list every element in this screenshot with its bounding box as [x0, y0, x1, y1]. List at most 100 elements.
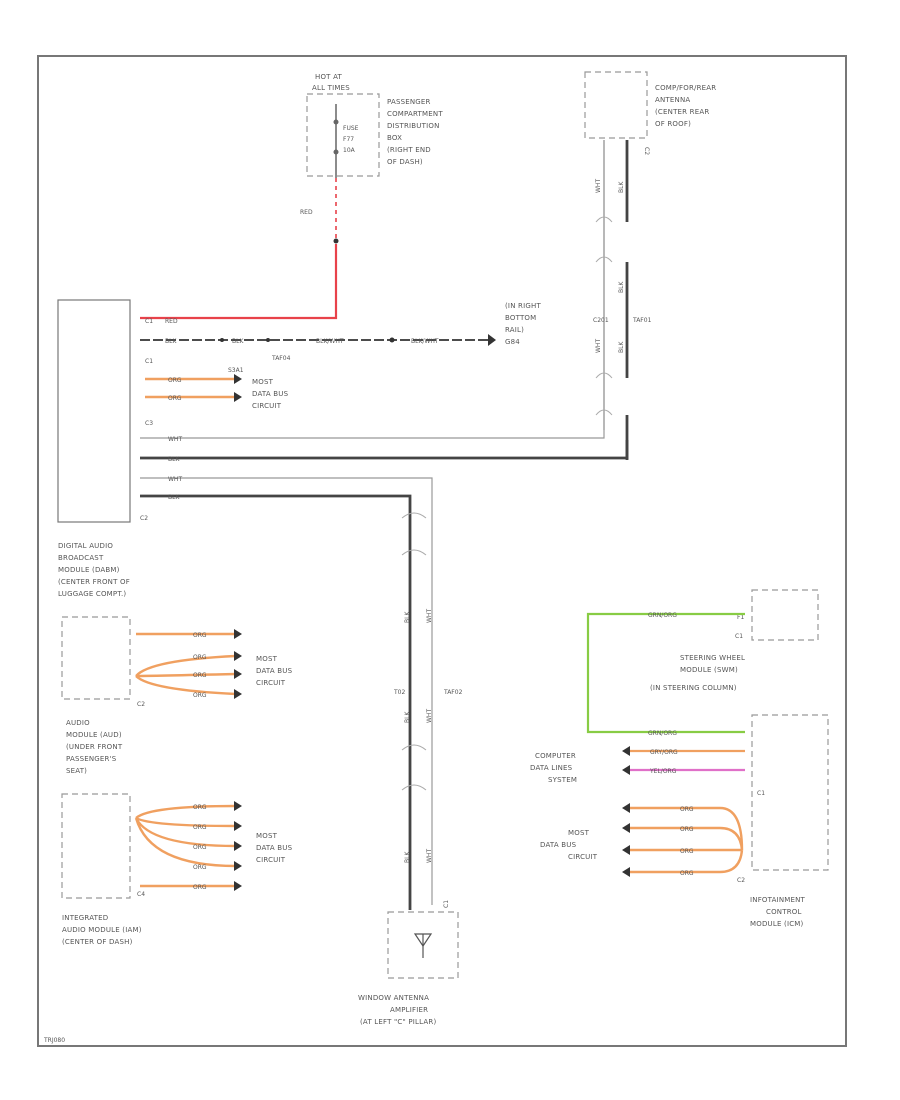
svg-text:DATA BUS: DATA BUS: [252, 390, 289, 398]
ground-arrow-icon: [488, 334, 496, 346]
svg-text:BLK: BLK: [404, 851, 411, 863]
antenna-box-outline: [584, 71, 648, 139]
fuse-terminal-icon: [333, 119, 339, 125]
svg-text:RAIL): RAIL): [505, 326, 524, 334]
pcdb-label: PASSENGER COMPARTMENT DISTRIBUTION BOX (…: [387, 98, 443, 166]
svg-text:(IN STEERING COLUMN): (IN STEERING COLUMN): [650, 684, 737, 692]
svg-text:MOST: MOST: [256, 655, 278, 663]
svg-text:MOST: MOST: [568, 829, 590, 837]
svg-text:AUDIO MODULE (IAM): AUDIO MODULE (IAM): [62, 926, 142, 934]
svg-text:WHT: WHT: [168, 476, 182, 483]
svg-text:(IN RIGHT: (IN RIGHT: [505, 302, 541, 310]
svg-text:ORG: ORG: [680, 870, 694, 877]
audio-module: C2 ORG ORG ORG ORG MOST DATA BUS CIRCUIT…: [61, 616, 293, 775]
svg-text:CIRCUIT: CIRCUIT: [252, 402, 282, 410]
svg-text:T02: T02: [393, 689, 405, 696]
svg-text:CIRCUIT: CIRCUIT: [256, 856, 286, 864]
svg-text:BLK: BLK: [618, 341, 625, 353]
svg-text:C2: C2: [643, 147, 650, 155]
svg-text:ORG: ORG: [680, 848, 694, 855]
svg-text:MOST: MOST: [256, 832, 278, 840]
icm-most-wires: ORG ORG ORG ORG MOST DATA BUS CIRCUIT: [540, 803, 744, 877]
svg-text:ORG: ORG: [168, 377, 182, 384]
antenna-icon: [413, 933, 433, 948]
svg-text:GRY/ORG: GRY/ORG: [650, 749, 678, 756]
svg-text:ORG: ORG: [680, 826, 694, 833]
fuse-terminal-icon: [333, 149, 339, 155]
fuse-all-times-label: ALL TIMES: [312, 84, 350, 92]
svg-text:ORG: ORG: [193, 692, 207, 699]
svg-text:ORG: ORG: [193, 654, 207, 661]
window-antenna-amplifier: C1 WINDOW ANTENNA AMPLIFIER (AT LEFT "C"…: [358, 900, 459, 1026]
svg-text:ORG: ORG: [680, 806, 694, 813]
svg-text:C2: C2: [137, 701, 145, 708]
svg-text:AUDIO: AUDIO: [66, 719, 90, 727]
svg-text:BROADCAST: BROADCAST: [58, 554, 104, 562]
svg-text:C3: C3: [145, 420, 153, 427]
svg-text:BOX: BOX: [387, 134, 402, 142]
green-lin-wire: GRN/ORG GRN/ORG: [586, 612, 745, 737]
svg-text:ORG: ORG: [168, 395, 182, 402]
svg-text:MODULE (ICM): MODULE (ICM): [750, 920, 804, 928]
svg-text:S3A1: S3A1: [228, 367, 244, 374]
svg-text:C1: C1: [145, 318, 153, 325]
svg-text:AMPLIFIER: AMPLIFIER: [390, 1006, 428, 1014]
svg-text:DATA LINES: DATA LINES: [530, 764, 573, 772]
svg-text:ORG: ORG: [193, 884, 207, 891]
ground-wire: BLK BLK BLK/WHT BLK/WHT TAF04 (IN RIGHT …: [140, 302, 541, 362]
svg-text:DATA BUS: DATA BUS: [540, 841, 577, 849]
svg-text:BLK: BLK: [618, 181, 625, 193]
svg-text:COMPARTMENT: COMPARTMENT: [387, 110, 443, 118]
svg-text:CIRCUIT: CIRCUIT: [568, 853, 598, 861]
svg-text:BLK: BLK: [404, 711, 411, 723]
svg-text:BOTTOM: BOTTOM: [505, 314, 536, 322]
svg-text:CONTROL: CONTROL: [766, 908, 802, 916]
svg-text:C1: C1: [443, 900, 450, 908]
svg-text:C1: C1: [145, 358, 153, 365]
svg-text:STEERING WHEEL: STEERING WHEEL: [680, 654, 745, 662]
svg-text:OF ROOF): OF ROOF): [655, 120, 691, 128]
svg-text:ORG: ORG: [193, 804, 207, 811]
svg-text:WHT: WHT: [426, 609, 433, 623]
svg-text:PASSENGER'S: PASSENGER'S: [66, 755, 117, 763]
fuse-number: F77: [343, 136, 354, 143]
svg-text:(UNDER FRONT: (UNDER FRONT: [66, 743, 123, 751]
dab-module-box: [57, 299, 131, 523]
svg-text:ORG: ORG: [193, 864, 207, 871]
svg-text:DATA BUS: DATA BUS: [256, 844, 293, 852]
cdl-wires: GRY/ORG YEL/ORG COMPUTER DATA LINES SYST…: [530, 746, 745, 784]
svg-text:WHT: WHT: [426, 709, 433, 723]
svg-text:C1: C1: [735, 633, 743, 640]
svg-text:(CENTER OF DASH): (CENTER OF DASH): [62, 938, 133, 946]
svg-text:C4: C4: [137, 891, 145, 898]
svg-text:BLK: BLK: [618, 281, 625, 293]
svg-text:TAF04: TAF04: [271, 355, 291, 362]
svg-text:G84: G84: [505, 338, 520, 346]
wire-color-label: RED: [300, 209, 313, 216]
svg-text:C2: C2: [140, 515, 148, 522]
wire-color-label: RED: [165, 318, 178, 325]
svg-text:WHT: WHT: [595, 339, 602, 353]
svg-text:COMP/FOR/REAR: COMP/FOR/REAR: [655, 84, 716, 92]
svg-text:C201: C201: [593, 317, 609, 324]
svg-text:ORG: ORG: [193, 824, 207, 831]
svg-text:(AT LEFT "C" PILLAR): (AT LEFT "C" PILLAR): [360, 1018, 436, 1026]
icm-module: C1 C2 INFOTAINMENT CONTROL MODULE (ICM): [737, 714, 829, 928]
svg-text:MODULE (SWM): MODULE (SWM): [680, 666, 738, 674]
svg-text:MODULE (AUD): MODULE (AUD): [66, 731, 122, 739]
svg-text:WHT: WHT: [426, 849, 433, 863]
steering-wheel-module: F1 C1 STEERING WHEEL MODULE (SWM) (IN ST…: [650, 589, 819, 692]
svg-text:DIGITAL AUDIO: DIGITAL AUDIO: [58, 542, 113, 550]
svg-text:WINDOW ANTENNA: WINDOW ANTENNA: [358, 994, 429, 1002]
svg-text:DATA BUS: DATA BUS: [256, 667, 293, 675]
integrated-audio-module: C4 ORG ORG ORG ORG ORG MOST DATA BUS CIR…: [61, 793, 293, 946]
dab-to-rear-antenna: WHT BLK: [140, 430, 629, 463]
svg-text:BLK: BLK: [404, 611, 411, 623]
dab-most-wires: ORG ORG S3A1 MOST DATA BUS CIRCUIT: [145, 367, 289, 410]
svg-text:ORG: ORG: [193, 844, 207, 851]
svg-text:TAF01: TAF01: [632, 317, 652, 324]
svg-text:DISTRIBUTION: DISTRIBUTION: [387, 122, 440, 130]
right-coax-cable: WHT BLK BLK WHT BLK C201 TAF01: [593, 140, 652, 460]
svg-text:C2: C2: [737, 877, 745, 884]
